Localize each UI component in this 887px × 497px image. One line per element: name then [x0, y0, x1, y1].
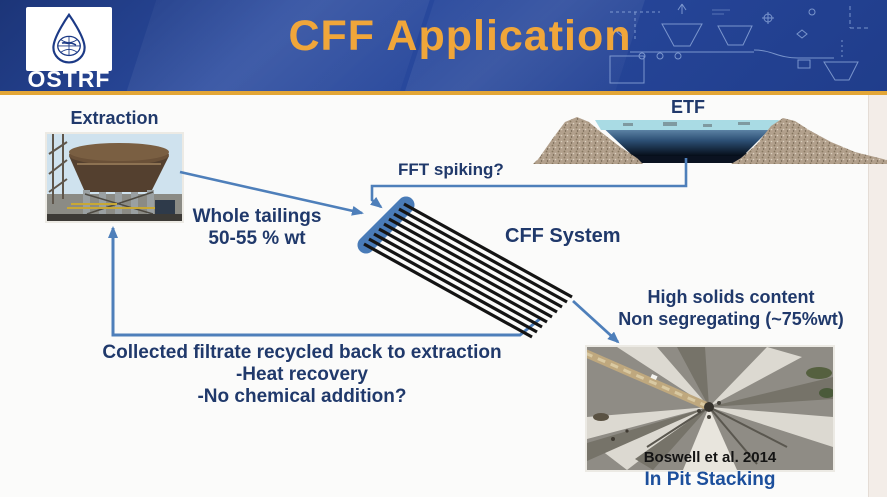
filtrate-label: Collected filtrate recycled back to extr… [68, 342, 536, 408]
in-pit-photo: Boswell et al. 2014 [583, 345, 835, 472]
extraction-plant-art [47, 134, 182, 221]
etf-label: ETF [671, 97, 705, 117]
fft-spiking-label: FFT spiking? [398, 160, 504, 179]
header-gold-rule [0, 91, 887, 95]
whole-tailings-arrow [179, 170, 364, 216]
filtrate-return-line [108, 226, 542, 337]
high-solids-line2: Non segregating (~75%wt) [618, 309, 844, 329]
whole-tailings-line1: Whole tailings [192, 206, 322, 227]
high-solids-label: High solids content Non segregating (~75… [593, 286, 869, 330]
extraction-photo [45, 132, 184, 223]
ostrf-logo [26, 7, 112, 71]
filtrate-line2: -Heat recovery [235, 364, 369, 385]
extraction-label: Extraction [70, 108, 159, 128]
blueprint-schematic-art [609, 3, 870, 84]
whole-tailings-label: Whole tailings 50-55 % wt [157, 206, 357, 250]
right-edge-band [868, 95, 887, 497]
filtrate-line1: Collected filtrate recycled back to extr… [102, 342, 502, 363]
cff-system-label: CFF System [505, 225, 621, 247]
filtrate-line3: -No chemical addition? [197, 386, 407, 407]
slide-title: CFF Application [288, 12, 632, 60]
photo-credit: Boswell et al. 2014 [643, 449, 777, 466]
fft-spiking-line [370, 158, 688, 209]
water-drop-globe-icon [52, 12, 86, 64]
etf-pond-graphic [533, 117, 887, 164]
whole-tailings-line2: 50-55 % wt [208, 228, 306, 249]
in-pit-aerial-art [583, 347, 835, 470]
cff-filter-graphic [357, 196, 573, 339]
in-pit-stacking-label: In Pit Stacking [644, 469, 776, 490]
ostrf-logo-text: OSTRF [27, 66, 111, 91]
in-pit-arrow [572, 299, 620, 344]
high-solids-line1: High solids content [647, 287, 815, 307]
slide-header: OSTRF CFF Application [0, 0, 887, 91]
